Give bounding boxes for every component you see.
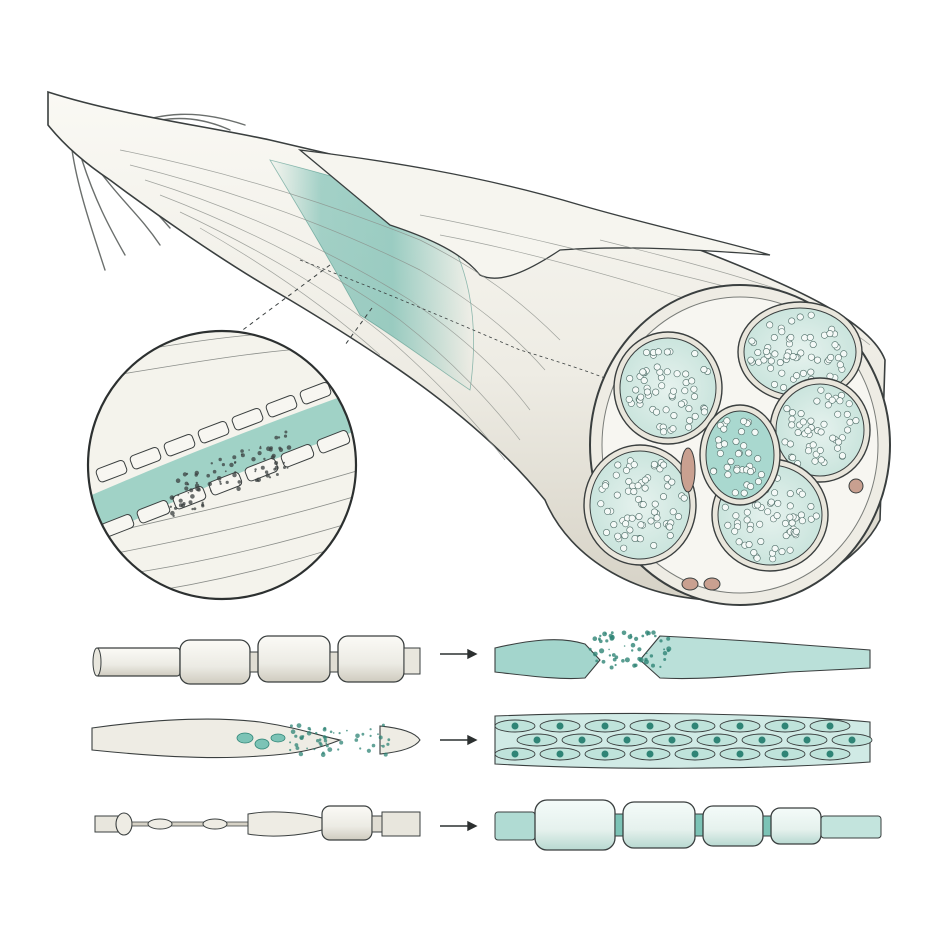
schwann-cell <box>561 733 603 747</box>
magnifier-rim <box>86 329 358 601</box>
fascicle <box>699 404 781 506</box>
schwann-cell <box>741 733 783 747</box>
blood-vessel <box>703 577 721 591</box>
schwann-cell <box>651 733 693 747</box>
fragmented-axon-debris <box>91 718 421 759</box>
zoom-connector <box>239 264 373 346</box>
fiber-texture <box>119 149 871 461</box>
myelin-segment <box>95 459 128 483</box>
schwann-cell <box>584 719 626 733</box>
degeneration-sequence <box>91 630 882 851</box>
blood-vessel <box>681 577 699 591</box>
schwann-cell <box>719 719 761 733</box>
arrow-icon <box>440 734 478 746</box>
myelin-segment <box>129 446 162 470</box>
schwann-cell <box>809 747 851 761</box>
schwann-cell <box>764 719 806 733</box>
schwann-cell <box>696 733 738 747</box>
fascicle <box>613 331 723 445</box>
intact-myelinated-axon <box>92 635 421 685</box>
schwann-cell <box>786 733 828 747</box>
myelin-segment <box>280 444 315 468</box>
fascicle <box>583 444 697 566</box>
schwann-cell <box>809 719 851 733</box>
schwann-cell <box>629 747 671 761</box>
myelin-segment <box>231 407 264 431</box>
schwann-cell <box>831 733 873 747</box>
myelin-segment <box>352 416 356 440</box>
schwann-cell <box>539 719 581 733</box>
myelin-segment <box>333 368 356 392</box>
blood-vessel <box>848 478 864 494</box>
myelin-segment <box>316 430 351 454</box>
sequence-arrows <box>440 648 478 832</box>
cross-section <box>583 284 891 606</box>
remyelinated-axon <box>494 799 882 851</box>
myelin-segment <box>265 394 298 418</box>
myelin-segment <box>208 472 243 496</box>
regrowing-thin-axon <box>94 805 421 841</box>
schwann-cell <box>516 733 558 747</box>
blood-vessel <box>680 447 696 493</box>
schwann-cell <box>539 747 581 761</box>
schwann-cell <box>584 747 626 761</box>
fascicle <box>769 377 871 483</box>
arrow-icon <box>440 648 478 660</box>
schwann-cell <box>494 747 536 761</box>
schwann-cell <box>674 747 716 761</box>
schwann-cell <box>494 719 536 733</box>
schwann-cell <box>719 747 761 761</box>
myelin-segment <box>136 500 171 524</box>
schwann-cell-bands <box>494 712 873 769</box>
magnifier-inset <box>86 329 358 601</box>
peeled-epineurium <box>297 149 771 279</box>
myelin-segment <box>197 420 230 444</box>
axon-degeneration <box>494 630 871 680</box>
arrow-icon <box>440 820 478 832</box>
fascicle <box>737 301 863 403</box>
myelin-segment <box>163 433 196 457</box>
myelin-segment <box>299 381 332 405</box>
schwann-cell <box>674 719 716 733</box>
schwann-cell <box>764 747 806 761</box>
schwann-cell <box>606 733 648 747</box>
schwann-cell <box>629 719 671 733</box>
